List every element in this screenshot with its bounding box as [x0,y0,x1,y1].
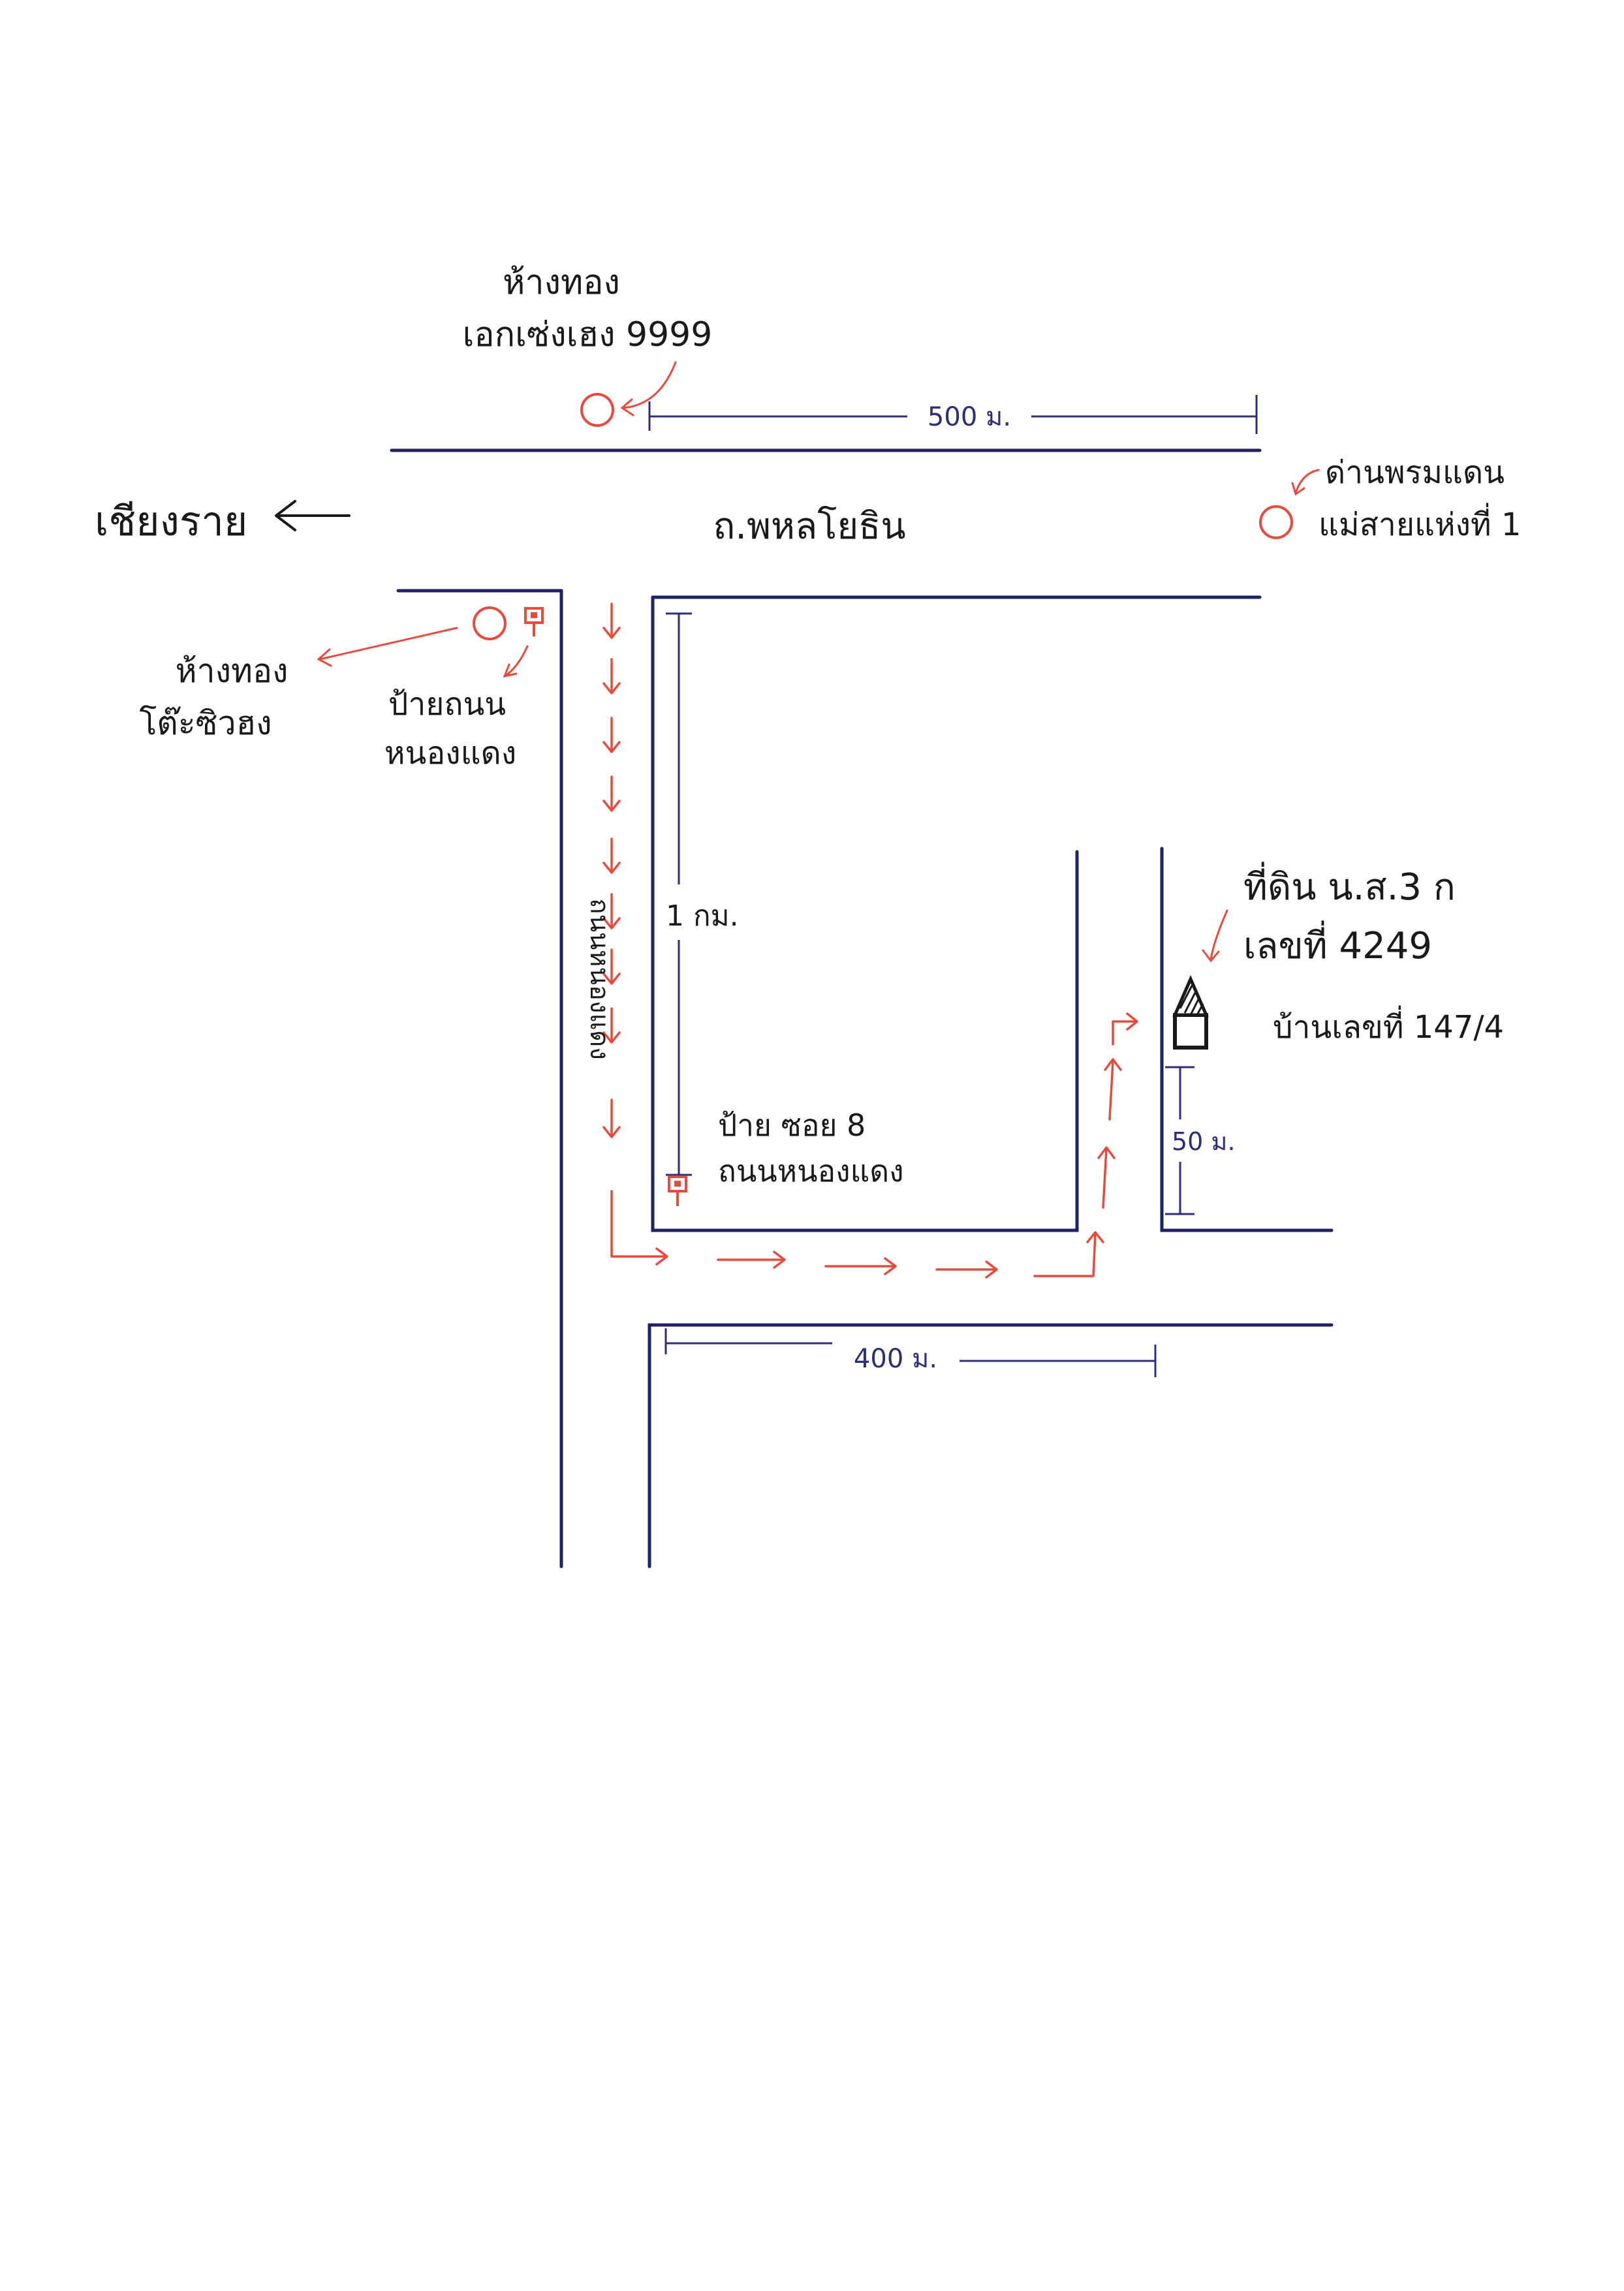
dimension-400: 400 ม. [664,1328,1157,1377]
arrow-left-icon [275,500,351,531]
route-down-arrows [602,602,621,1138]
route-arrows [602,602,1138,1279]
lower-road-edge [648,1323,1334,1568]
label-sign-nonglaeng: ป้ายถนน หนองแดง [384,686,516,771]
sign-soi8-line2: ถนนหนองแดง [718,1153,904,1189]
side-road-name: ถนนหนองแดง [584,898,614,1059]
label-land-plot: ที่ดิน น.ส.3 ก เลขที่ 4249 [1243,862,1456,967]
gold-shop-top-marker [580,361,677,427]
side-road-east-edge [651,595,1079,1232]
gold-shop-left-circle [473,606,507,640]
gold-shop-top-line2: เอกเซ่งเฮง 9999 [463,315,713,354]
border-checkpoint-line2: แม่สายแห่งที่ 1 [1319,503,1521,543]
label-gold-shop-left: ห้างทอง โต๊ะซิวฮง [139,652,288,742]
gold-shop-left-line2: โต๊ะซิวฮง [139,704,272,742]
house-roof-icon [1172,974,1209,1017]
label-chiangrai: เชียงราย [95,497,351,545]
border-checkpoint-line1: ด่านพรมแดน [1325,454,1505,491]
gold-shop-top-line1: ห้างทอง [503,263,620,302]
sign-soi8-line1: ป้าย ซอย 8 [718,1108,866,1143]
label-main-road: ถ.พหลโยธิน [713,505,905,548]
house-number: บ้านเลขที่ 147/4 [1273,1005,1504,1046]
dimension-1km: 1 กม. [666,612,739,1176]
label-house-number: บ้านเลขที่ 147/4 [1273,1005,1504,1046]
distance-50-label: 50 ม. [1172,1127,1236,1156]
distance-400-label: 400 ม. [854,1344,937,1374]
main-road-name: ถ.พหลโยธิน [713,505,905,548]
label-gold-shop-top: ห้างทอง เอกเซ่งเฮง 9999 [463,263,713,354]
road-lines [390,448,1334,1568]
land-plot-line1: ที่ดิน น.ส.3 ก [1243,862,1456,909]
border-checkpoint-marker [1259,469,1320,539]
lane-east-edge [1160,847,1334,1232]
direction-chiangrai: เชียงราย [95,497,247,545]
gold-shop-left-line1: ห้างทอง [176,652,289,690]
dimension-500: 500 ม. [648,395,1258,434]
route-right-arrows [610,1190,998,1279]
sign-nonglaeng-line2: หนองแดง [384,735,516,771]
sign-soi8-marker [668,1176,687,1206]
land-plot-line2: เลขที่ 4249 [1243,920,1432,967]
route-up-arrows [1033,1012,1138,1277]
gold-shop-top-circle [580,393,614,427]
dimension-50: 50 ม. [1165,1066,1236,1215]
sign-nonglaeng-marker [503,607,544,678]
border-checkpoint-circle [1259,505,1293,539]
label-sign-soi8: ป้าย ซอย 8 ถนนหนองแดง [718,1108,904,1189]
gold-shop-left-marker [317,606,507,667]
distance-500-label: 500 ม. [928,402,1011,432]
label-border-checkpoint: ด่านพรมแดน แม่สายแห่งที่ 1 [1319,454,1521,543]
label-side-road: ถนนหนองแดง [584,898,614,1059]
sign-nonglaeng-line1: ป้ายถนน [388,686,506,723]
house-icon [1173,1013,1208,1050]
land-plot-marker [1172,909,1228,1050]
distance-1km-label: 1 กม. [666,899,739,933]
